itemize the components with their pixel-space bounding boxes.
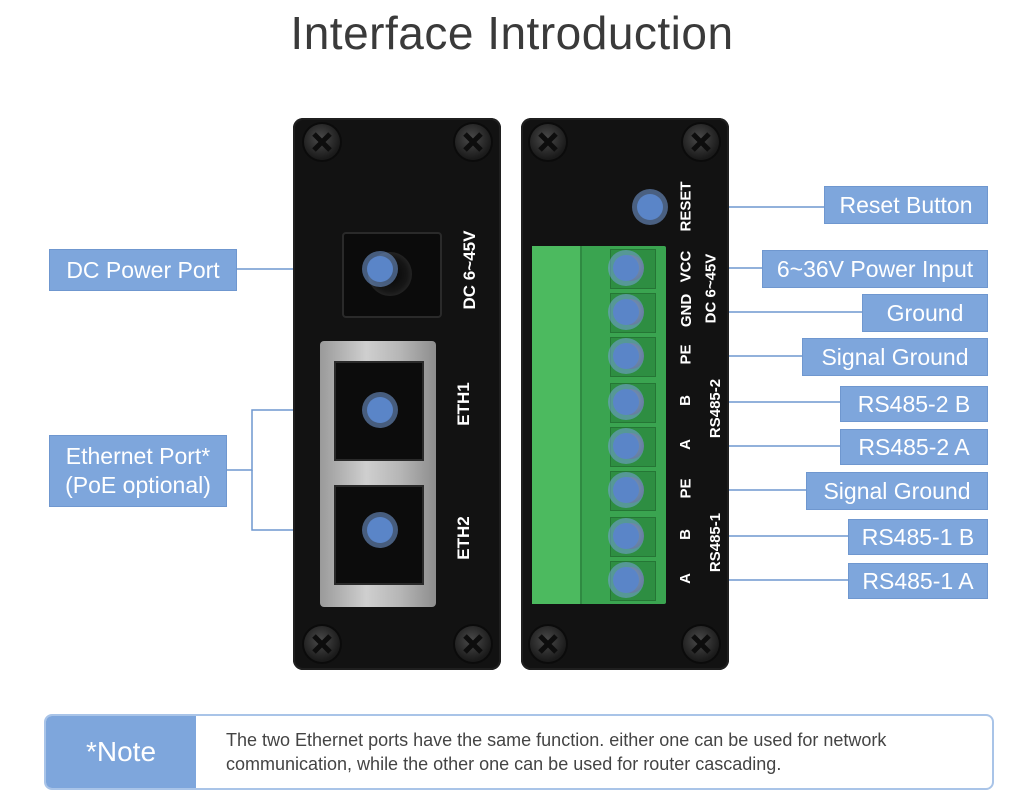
dc-voltage-label: DC 6~45V <box>460 230 479 310</box>
pin-label: B <box>676 395 694 406</box>
callout-signal-ground-2: Signal Ground <box>802 338 988 376</box>
eth2-marker <box>367 517 393 543</box>
ethernet-port-line2: (PoE optional) <box>65 472 211 498</box>
ethernet-port-line1: Ethernet Port* <box>65 443 211 470</box>
terminal-pin-marker <box>613 255 639 281</box>
eth2-label: ETH2 <box>454 516 473 560</box>
note-text: The two Ethernet ports have the same fun… <box>226 730 887 775</box>
callout-rs485-1-b: RS485-1 B <box>848 519 988 555</box>
terminal-pin-marker <box>613 299 639 325</box>
callout-signal-ground-1: Signal Ground <box>806 472 988 510</box>
pin-label: VCC <box>677 250 695 283</box>
callout-power-input: 6~36V Power Input <box>762 250 988 288</box>
page-title: Interface Introduction <box>290 7 734 59</box>
screw-icon <box>455 626 491 662</box>
terminal-pin-marker <box>613 343 639 369</box>
screw-icon <box>683 626 719 662</box>
callout-reset-button: Reset Button <box>824 186 988 224</box>
pin-label: PE <box>677 344 695 365</box>
dc-power-marker <box>367 256 393 282</box>
rs485-1-group-label: RS485-1 <box>707 512 725 573</box>
pin-label: A <box>676 573 694 584</box>
pin-label: A <box>676 439 694 450</box>
callout-dc-power-port: DC Power Port <box>49 249 237 291</box>
reset-button-marker <box>637 194 663 220</box>
power-voltage-label: DC 6~45V <box>702 253 720 324</box>
rs485-2-group-label: RS485-2 <box>707 378 725 439</box>
screw-icon <box>530 124 566 160</box>
ethernet-ports-housing <box>320 341 436 607</box>
terminal-pin-marker <box>613 477 639 503</box>
note-box: *Note The two Ethernet ports have the sa… <box>44 714 994 790</box>
terminal-pin-marker <box>613 389 639 415</box>
screw-icon <box>304 626 340 662</box>
callout-ethernet-port: Ethernet Port* (PoE optional) <box>49 435 227 507</box>
callout-ground: Ground <box>862 294 988 332</box>
screw-icon <box>683 124 719 160</box>
pin-label: B <box>676 529 694 540</box>
callout-rs485-2-b: RS485-2 B <box>840 386 988 422</box>
reset-label: RESET <box>677 181 695 232</box>
terminal-block <box>532 246 666 604</box>
pin-label: GND <box>678 293 696 328</box>
terminal-pin-marker <box>613 567 639 593</box>
pin-label: PE <box>677 478 695 499</box>
terminal-pin-marker <box>613 433 639 459</box>
eth1-marker <box>367 397 393 423</box>
screw-icon <box>455 124 491 160</box>
eth1-label: ETH1 <box>454 382 473 426</box>
screw-icon <box>530 626 566 662</box>
dc-power-jack <box>342 232 442 318</box>
callout-rs485-1-a: RS485-1 A <box>848 563 988 599</box>
screw-icon <box>304 124 340 160</box>
terminal-pin-marker <box>613 523 639 549</box>
note-tag: *Note <box>46 716 196 788</box>
callout-rs485-2-a: RS485-2 A <box>840 429 988 465</box>
